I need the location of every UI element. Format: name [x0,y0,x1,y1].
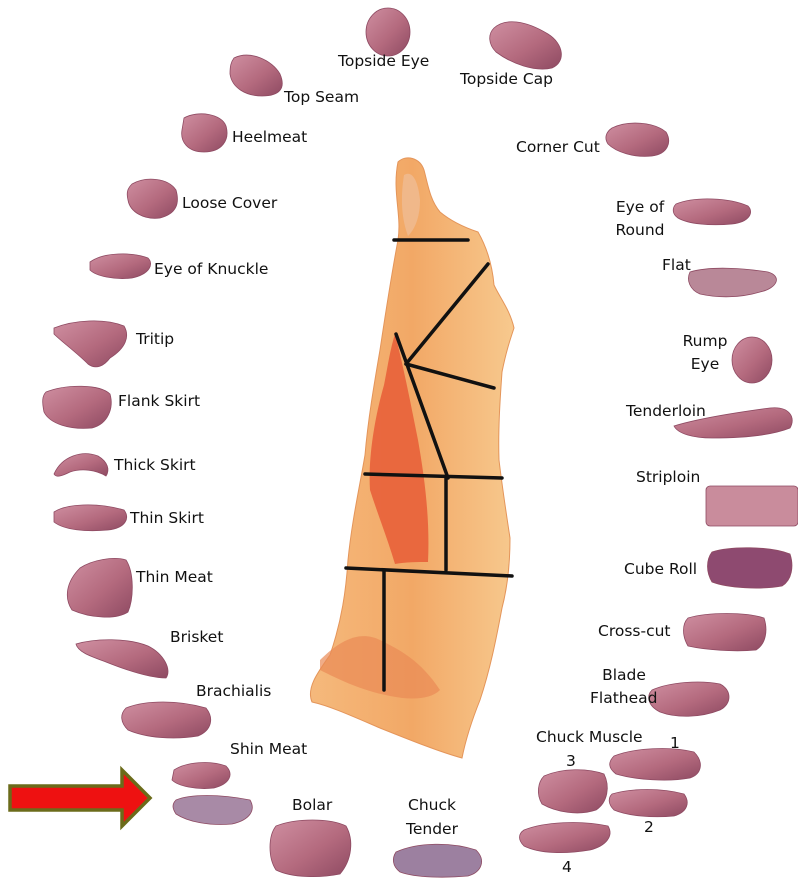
label-brisket: Brisket [170,626,223,649]
heelmeat-cut [182,114,227,152]
loose-cover-cut [127,179,177,218]
label-thick-skirt: Thick Skirt [114,454,196,477]
label-thin-meat: Thin Meat [136,566,213,589]
flank-skirt-cut [43,386,112,428]
label-loose-cover: Loose Cover [182,192,277,215]
label-chuck-muscle-3: 3 [566,750,576,773]
label-tenderloin: Tenderloin [626,400,706,423]
label-eye-of-round-line2: Round [610,219,670,242]
label-chuck-muscle-2: 2 [644,816,654,839]
thin-skirt-cut [54,505,127,531]
topside-eye-cut [366,8,410,56]
striploin-cut [706,486,798,526]
brachialis-cut [122,702,211,738]
eye-of-round-cut [673,199,750,225]
top-seam-cut [230,55,282,96]
bolar-cut [270,820,351,877]
chuck-tender-cut [393,844,481,877]
cross-cut-cut [684,614,766,651]
label-chuck-tender-line2: Tender [398,818,466,841]
label-blade-flathead-line2: Flathead [590,687,652,710]
shin-meat-cut-1 [172,763,230,789]
label-eye-of-knuckle: Eye of Knuckle [154,258,268,281]
chuck-muscle-3-cut [538,770,607,813]
cube-roll-cut [708,548,792,588]
label-chuck-muscle-4: 4 [562,856,572,879]
corner-cut-cut [606,123,669,156]
shin-meat-cut-2 [173,796,252,825]
label-cube-roll: Cube Roll [624,558,697,581]
label-blade-flathead-line1: Blade [596,664,652,687]
label-rump-eye-line1: Rump [682,330,728,353]
tritip-cut [54,321,127,367]
label-rump-eye-line2: Eye [682,353,728,376]
label-flank-skirt: Flank Skirt [118,390,200,413]
label-heelmeat: Heelmeat [232,126,307,149]
flat-cut [688,268,776,297]
label-bolar: Bolar [292,794,332,817]
label-corner-cut: Corner Cut [516,136,600,159]
label-chuck-muscle-1: 1 [670,732,680,755]
chuck-muscle-1-cut [610,749,701,781]
label-eye-of-round-line1: Eye of [610,196,670,219]
brisket-cut [76,640,168,678]
label-top-seam: Top Seam [284,86,359,109]
chuck-muscle-4-cut [520,823,610,853]
rump-eye-cut [732,337,772,383]
eye-of-knuckle-cut [90,254,151,279]
beef-carcass-side [310,158,514,758]
label-striploin: Striploin [636,466,700,489]
label-cross-cut: Cross-cut [598,620,671,643]
thin-meat-cut [67,558,132,617]
label-topside-cap: Topside Cap [460,68,553,91]
label-thin-skirt: Thin Skirt [130,507,204,530]
label-topside-eye: Topside Eye [338,50,429,73]
right-arrow-icon [10,770,150,826]
label-brachialis: Brachialis [196,680,271,703]
label-shin-meat: Shin Meat [230,738,307,761]
label-chuck-muscle: Chuck Muscle [536,726,643,749]
thick-skirt-cut [54,454,108,476]
label-chuck-tender-line1: Chuck [402,794,462,817]
topside-cap-cut [490,22,562,69]
label-tritip: Tritip [136,328,174,351]
blade-flathead-cut [649,682,729,716]
chuck-muscle-2-cut [609,790,687,817]
label-flat: Flat [662,254,691,277]
